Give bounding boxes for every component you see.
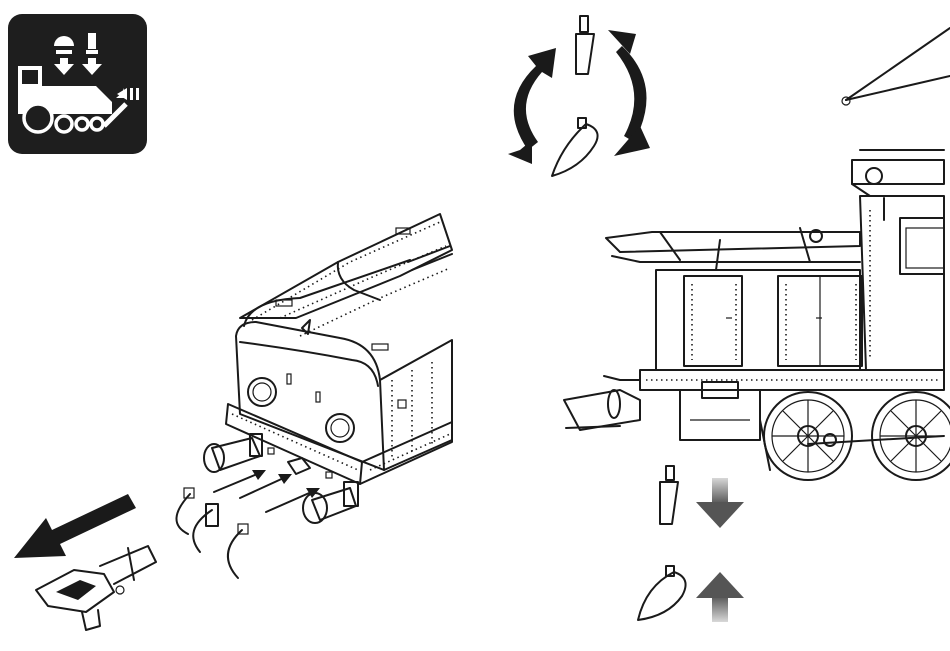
pantograph-shoe-up <box>638 566 686 620</box>
rotate-pantograph-arrows <box>508 16 650 176</box>
coupler-function-icon <box>8 14 147 154</box>
locomotive-end-view <box>204 214 452 523</box>
pantograph-shoe-upper <box>576 16 594 74</box>
lower-arrow <box>660 466 744 528</box>
coupler-unit <box>36 546 156 630</box>
raise-arrow <box>638 566 744 622</box>
driving-wheel-1 <box>764 392 852 480</box>
remove-coupler-arrow <box>14 494 136 558</box>
coupler-hooks <box>176 488 248 578</box>
pantograph-shoe-down <box>660 466 678 524</box>
locomotive-side-view <box>564 28 950 480</box>
pantograph-shoe-lower <box>552 118 598 176</box>
buffer-left <box>204 434 262 472</box>
